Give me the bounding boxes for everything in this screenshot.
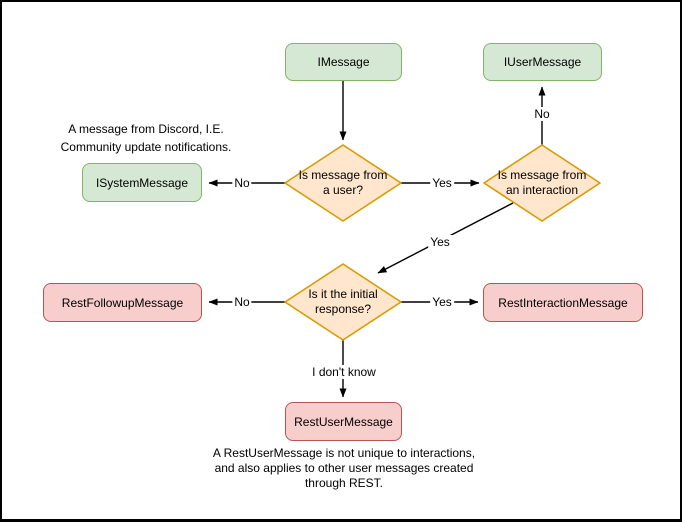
note-line: A RestUserMessage is not unique to inter… (212, 446, 476, 460)
note-line: Community update notifications. (60, 140, 232, 154)
note-line: and also applies to other user messages … (214, 461, 474, 475)
node-imessage[interactable]: IMessage (285, 43, 402, 81)
edge-label-initial-yes: Yes (430, 295, 454, 309)
note-line: through REST. (304, 476, 384, 490)
node-restusermessage[interactable]: RestUserMessage (285, 402, 402, 441)
edge-label-user-no: No (232, 176, 252, 190)
node-iusermessage[interactable]: IUserMessage (483, 43, 602, 81)
edge-label-user-yes: Yes (430, 176, 454, 190)
edge-label-interaction-no: No (532, 107, 552, 121)
node-restinteractionmessage-label: RestInteractionMessage (498, 295, 628, 310)
edge-label-initial-no: No (232, 295, 252, 309)
note-system-message: A message from Discord, I.E. Community u… (36, 120, 256, 156)
decision-is-from-interaction[interactable] (483, 144, 601, 222)
node-restfollowupmessage[interactable]: RestFollowupMessage (43, 283, 202, 322)
decision-is-from-user[interactable] (284, 144, 402, 222)
edge-label-initial-unknown: I don't know (310, 365, 378, 379)
edge-label-interaction-yes: Yes (428, 235, 452, 249)
note-line: A message from Discord, I.E. (68, 122, 224, 136)
node-isystemmessage[interactable]: ISystemMessage (82, 163, 202, 202)
note-rest-user-message: A RestUserMessage is not unique to inter… (179, 446, 509, 491)
node-isystemmessage-label: ISystemMessage (95, 175, 189, 190)
node-imessage-label: IMessage (317, 55, 370, 69)
node-restfollowupmessage-label: RestFollowupMessage (61, 295, 184, 310)
node-restusermessage-label: RestUserMessage (294, 414, 393, 429)
node-iusermessage-label: IUserMessage (503, 55, 582, 69)
decision-is-initial-response[interactable] (284, 263, 402, 341)
node-restinteractionmessage[interactable]: RestInteractionMessage (483, 283, 643, 322)
